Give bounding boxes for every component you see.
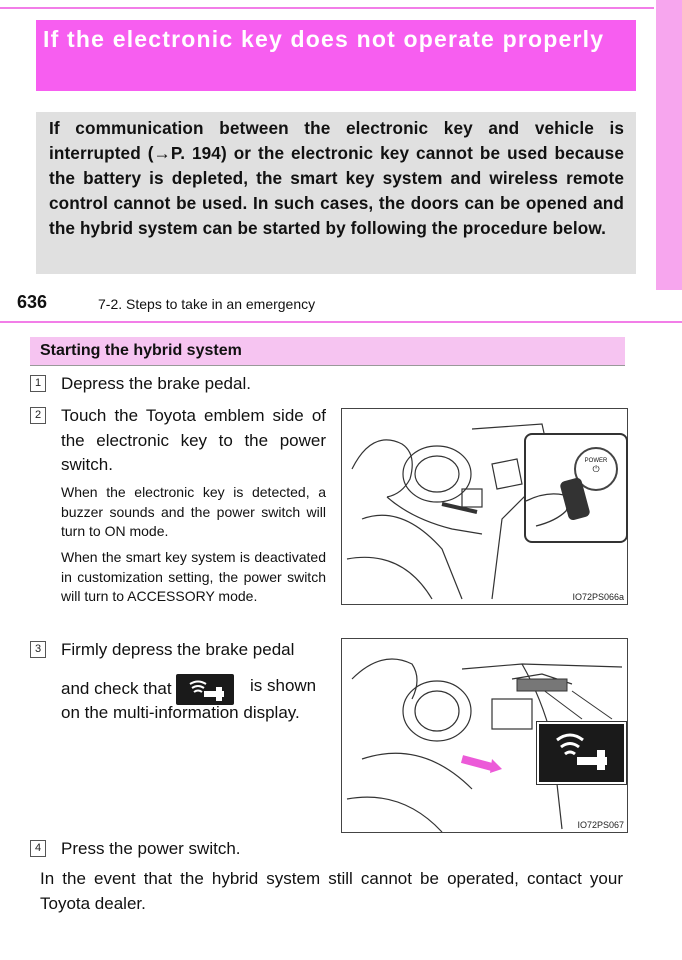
title-banner	[36, 20, 636, 91]
step-number: 2	[30, 407, 46, 424]
step-number: 3	[30, 641, 46, 658]
step-number: 4	[30, 840, 46, 857]
note-text: When the electronic key is detected, a b…	[61, 484, 326, 539]
figure-label: IO72PS066a	[572, 592, 624, 602]
step-number: 1	[30, 375, 46, 392]
figure-display-check: IO72PS067	[341, 638, 628, 833]
step-text: Press the power switch.	[61, 839, 241, 858]
step-text: Touch the Toyota emblem side of the elec…	[61, 406, 326, 474]
step-text-after: on the multi-information display.	[61, 703, 300, 722]
chapter-heading: 7-2. Steps to take in an emergency	[98, 296, 316, 312]
top-rule	[0, 7, 654, 9]
header-rule	[0, 321, 682, 323]
driver-key-illustration	[346, 423, 553, 600]
section-banner	[30, 337, 625, 366]
intro-text: If communication between the electronic …	[49, 118, 624, 238]
display-inset-icon	[536, 721, 627, 785]
figure-key-touch: POWER ⏻ IO72PS066a	[341, 408, 628, 605]
step-text: Depress the brake pedal.	[61, 374, 251, 393]
step-text-cont: and check that	[61, 674, 326, 706]
chapter-side-tab	[656, 0, 682, 290]
note-text: When the smart key system is deactivated…	[61, 549, 326, 604]
power-switch-label: POWER	[584, 458, 608, 464]
indicator-glyph	[189, 680, 225, 702]
closing-text: In the event that the hybrid system stil…	[40, 869, 623, 913]
check-that-text: and check that	[61, 679, 172, 698]
indicator-glyph-large	[556, 733, 607, 770]
key-indicator-icon	[176, 674, 235, 706]
dashboard-illustration	[346, 658, 623, 833]
page-title: If the electronic key does not operate p…	[43, 26, 605, 52]
page-number: 636	[17, 292, 48, 312]
hand-icon	[526, 493, 569, 527]
inset-detail: POWER ⏻	[524, 433, 628, 543]
step-text: Firmly depress the brake pedal	[61, 640, 295, 659]
power-switch: POWER ⏻	[574, 447, 618, 491]
step-text-after-a: is shown	[250, 676, 317, 695]
intro-box	[36, 112, 636, 274]
section-title: Starting the hybrid system	[40, 342, 242, 359]
figure-label: IO72PS067	[577, 820, 624, 830]
power-icon: ⏻	[592, 464, 600, 474]
